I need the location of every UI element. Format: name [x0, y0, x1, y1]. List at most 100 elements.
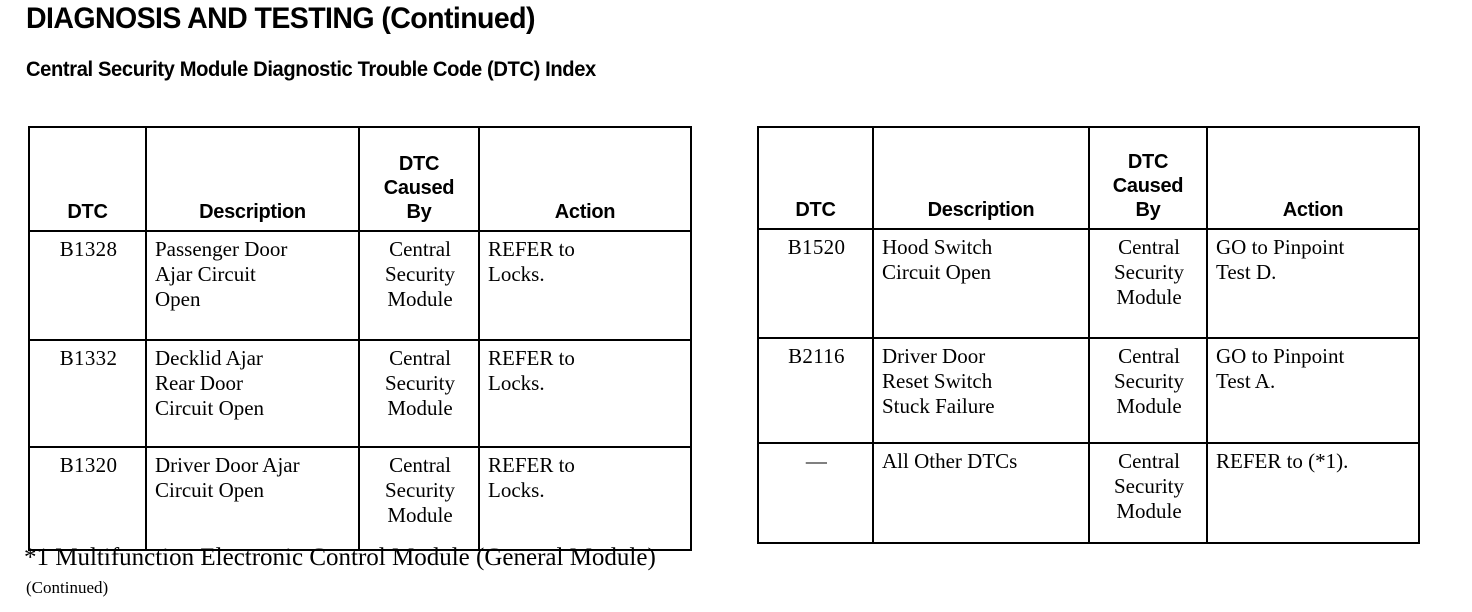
cell-caused-by-line-2: Security — [1114, 369, 1184, 393]
cell-description-line-1: All Other DTCs — [882, 449, 1018, 473]
cell-dtc-line-1: B1332 — [59, 346, 118, 370]
cell-caused-by-line-3: Module — [1116, 394, 1182, 418]
cell-dtc-line-1: B1520 — [787, 235, 846, 259]
cell-action-line-1: REFER to — [488, 237, 575, 261]
footnote-continued: (Continued) — [26, 578, 109, 597]
cell-action-line-2: Locks. — [488, 371, 545, 395]
cell-description-line-1: Passenger Door — [155, 237, 288, 261]
page-title: DIAGNOSIS AND TESTING (Continued) — [26, 2, 536, 35]
cell-dtc-line-1: B1320 — [59, 453, 118, 477]
cell-description-line-2: Ajar Circuit — [155, 262, 256, 286]
table-header-row: DTC Description DTC Caused By Action — [757, 126, 1420, 230]
cell-description-line-3: Circuit Open — [155, 396, 265, 420]
cell-description-line-1: Driver Door Ajar — [155, 453, 300, 477]
cell-caused-by-line-1: Central — [389, 237, 451, 261]
cell-description-line-1: Decklid Ajar — [155, 346, 263, 370]
cell-description-line-3: Stuck Failure — [882, 394, 995, 418]
caused-by-line-1: DTC — [1127, 151, 1169, 173]
cell-action-line-1: REFER to — [488, 346, 575, 370]
cell-action-line-2: Test D. — [1216, 260, 1277, 284]
cell-caused-by-line-1: Central — [389, 453, 451, 477]
column-header-description: Description — [145, 126, 360, 232]
caused-by-line-2: Caused — [1112, 175, 1184, 197]
dtc-table-right: DTC Description DTC Caused By Action B15… — [757, 126, 1420, 544]
cell-caused-by-line-2: Security — [385, 371, 455, 395]
cell-dtc-line-1: — — [805, 449, 828, 473]
footnote-reference: *1 Multifunction Electronic Control Modu… — [24, 544, 656, 571]
cell-action-line-1: GO to Pinpoint — [1216, 344, 1345, 368]
cell-description-line-2: Circuit Open — [882, 260, 992, 284]
cell-description-line-1: Hood Switch — [882, 235, 993, 259]
column-header-dtc: DTC — [757, 126, 874, 230]
cell-action-line-1: REFER to — [488, 453, 575, 477]
cell-dtc: B2116 — [757, 337, 874, 444]
cell-description-line-2: Reset Switch — [882, 369, 993, 393]
cell-caused-by-line-2: Security — [385, 478, 455, 502]
cell-caused-by-line-3: Module — [1116, 285, 1182, 309]
cell-dtc: B1332 — [28, 339, 147, 448]
cell-action: REFER to (*1). — [1206, 442, 1420, 544]
cell-caused-by-line-1: Central — [389, 346, 451, 370]
column-header-description: Description — [872, 126, 1090, 230]
cell-caused-by-line-3: Module — [1116, 499, 1182, 523]
cell-dtc: B1520 — [757, 228, 874, 339]
caused-by-line-3: By — [406, 201, 432, 223]
cell-caused-by-line-1: Central — [1118, 449, 1180, 473]
cell-description-line-1: Driver Door — [882, 344, 986, 368]
cell-caused-by-line-3: Module — [387, 287, 453, 311]
cell-description-line-3: Open — [155, 287, 201, 311]
cell-dtc: — — [757, 442, 874, 544]
cell-caused-by-line-3: Module — [387, 396, 453, 420]
cell-dtc-line-1: B2116 — [788, 344, 845, 368]
cell-dtc-line-1: B1328 — [59, 237, 118, 261]
cell-action-line-2: Locks. — [488, 262, 545, 286]
cell-action-line-2: Test A. — [1216, 369, 1276, 393]
cell-caused-by-line-2: Security — [1114, 260, 1184, 284]
column-header-action: Action — [478, 126, 692, 232]
caused-by-line-1: DTC — [398, 153, 440, 175]
cell-description: All Other DTCs — [872, 442, 1090, 544]
cell-caused-by-line-1: Central — [1118, 235, 1180, 259]
cell-description-line-2: Circuit Open — [155, 478, 265, 502]
column-header-caused-by: DTC Caused By — [1088, 126, 1208, 230]
cell-caused-by-line-1: Central — [1118, 344, 1180, 368]
cell-action-line-2: Locks. — [488, 478, 545, 502]
cell-caused-by-line-2: Security — [385, 262, 455, 286]
cell-description-line-2: Rear Door — [155, 371, 244, 395]
cell-action-line-1: GO to Pinpoint — [1216, 235, 1345, 259]
cell-caused-by-line-2: Security — [1114, 474, 1184, 498]
column-header-caused-by: DTC Caused By — [358, 126, 480, 232]
cell-caused-by-line-3: Module — [387, 503, 453, 527]
caused-by-line-3: By — [1135, 199, 1161, 221]
dtc-table-left: DTC Description DTC Caused By Action B13… — [28, 126, 692, 551]
table-header-row: DTC Description DTC Caused By Action — [28, 126, 692, 232]
section-title: Central Security Module Diagnostic Troub… — [26, 58, 596, 81]
column-header-dtc: DTC — [28, 126, 147, 232]
cell-action-line-1: REFER to (*1). — [1216, 449, 1349, 473]
caused-by-line-2: Caused — [383, 177, 455, 199]
cell-dtc: B1328 — [28, 230, 147, 341]
